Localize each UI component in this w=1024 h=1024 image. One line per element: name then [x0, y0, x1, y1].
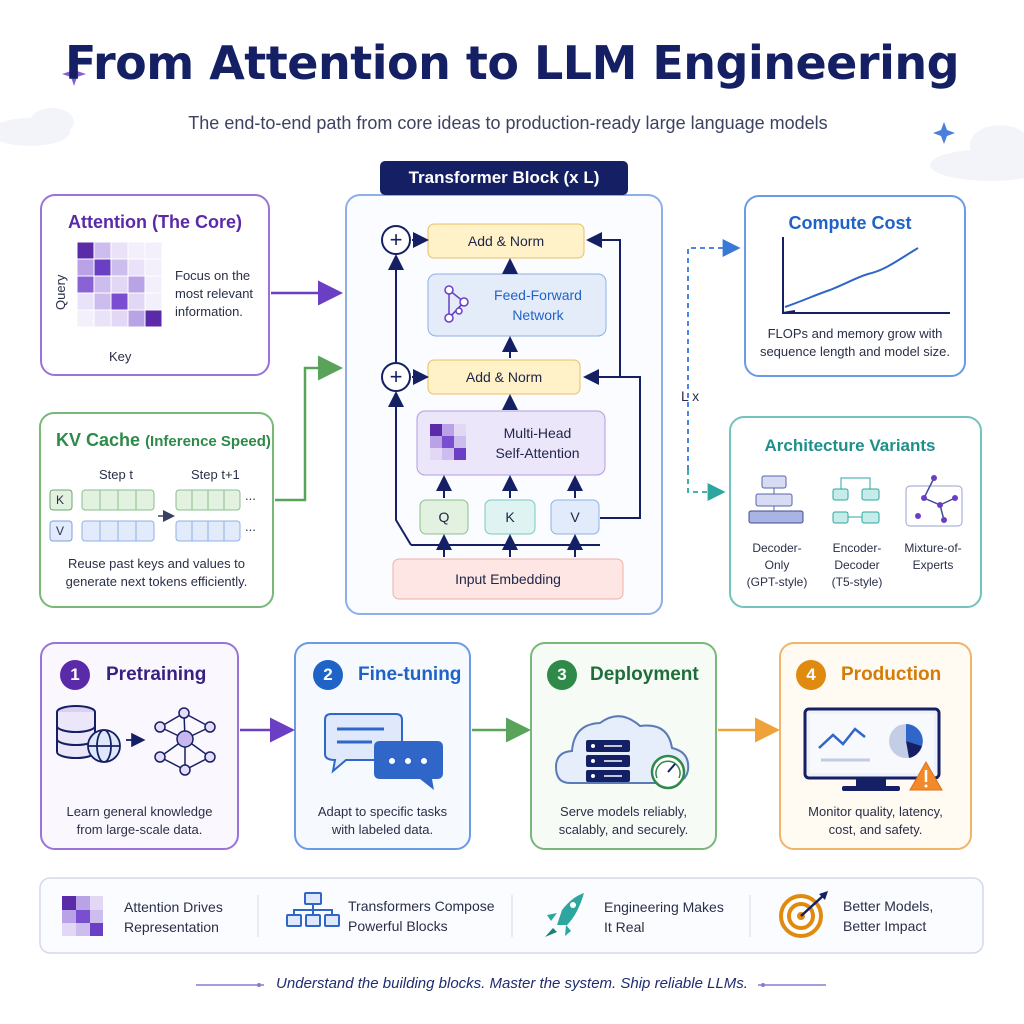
heatmap-cell: [127, 275, 146, 294]
kv-k-label: K: [56, 493, 65, 507]
heatmap-cell: [76, 309, 95, 328]
heatmap-cell: [110, 258, 129, 277]
warning-icon: [909, 760, 943, 791]
heatmap-cell: [144, 292, 163, 311]
kv-cache-title: KV Cache (Inference Speed): [56, 430, 271, 450]
multi-head-self-attention: Multi-Head Self-Attention: [495, 425, 580, 461]
heatmap-cell: [127, 258, 146, 277]
attention-grid-icon: [62, 896, 103, 936]
page-title: From Attention to LLM Engineering: [64, 36, 960, 90]
step-4-description: Monitor quality, latency,cost, and safet…: [808, 804, 943, 837]
key-box: K: [505, 509, 515, 525]
heatmap-cell: [144, 275, 163, 294]
kv-k-tokens: [49, 489, 241, 511]
blocks-icon: [286, 892, 340, 927]
step-3-description: Serve models reliably,scalably, and secu…: [558, 804, 689, 837]
attention-title: Attention (The Core): [68, 212, 242, 232]
step-4-title: Production: [841, 664, 942, 685]
heatmap-cell: [110, 292, 129, 311]
principle-impact: Better Models,Better Impact: [843, 898, 934, 934]
heatmap-cell: [127, 309, 146, 328]
attention-axis-y: Query: [53, 274, 68, 310]
step-4-number: 4: [796, 660, 826, 690]
chat-bubbles-icon: [324, 713, 443, 790]
attention-grid-icon: [430, 424, 466, 460]
heatmap-cell: [93, 258, 112, 277]
heatmap-cell: [93, 309, 112, 328]
compute-cost-curve: [782, 237, 950, 314]
kv-step-t-label: Step t: [99, 467, 133, 482]
residual-add-top: +: [389, 227, 403, 252]
compute-cost-title: Compute Cost: [788, 213, 912, 233]
gauge-icon: [650, 754, 686, 790]
kv-ellipsis-k: ...: [245, 488, 256, 503]
neural-network-icon: [154, 707, 216, 776]
heatmap-cell: [144, 309, 163, 328]
encoder-decoder-icon: [832, 477, 880, 524]
variant-encoder-decoder: Encoder-Decoder(T5-style): [831, 541, 883, 589]
sparkle-icon: [62, 62, 86, 86]
feed-forward-network: Feed-Forward Network: [494, 287, 582, 323]
heatmap-cell: [110, 309, 129, 328]
mixture-of-experts-icon: [905, 475, 963, 527]
step-2-title: Fine-tuning: [358, 664, 462, 685]
heatmap-cell: [76, 241, 95, 260]
page-subtitle: The end-to-end path from core ideas to p…: [188, 113, 828, 133]
step-3-number: 3: [547, 660, 577, 690]
decorative-cloud-right: [930, 125, 1024, 181]
step-3-title: Deployment: [590, 664, 699, 685]
compute-cost-description: FLOPs and memory grow with sequence leng…: [759, 326, 951, 359]
query-box: Q: [438, 509, 450, 525]
step-2-number: 2: [313, 660, 343, 690]
kv-cache-description: Reuse past keys and values to generate n…: [65, 556, 248, 589]
step-1-title: Pretraining: [106, 664, 207, 685]
decoder-only-icon: [748, 475, 804, 524]
heatmap-cell: [110, 241, 129, 260]
footer-tagline: Understand the building blocks. Master t…: [276, 975, 748, 992]
heatmap-cell: [76, 275, 95, 294]
heatmap-cell: [93, 275, 112, 294]
add-norm-top: Add & Norm: [467, 233, 545, 249]
heatmap-cell: [110, 275, 129, 294]
input-embedding: Input Embedding: [455, 571, 561, 587]
heatmap-cell: [127, 241, 146, 260]
heatmap-cell: [127, 292, 146, 311]
sparkle-icon: [933, 122, 955, 144]
globe-icon: [87, 729, 121, 763]
attention-axis-x: Key: [109, 349, 132, 364]
heatmap-cell: [144, 258, 163, 277]
kv-step-t1-label: Step t+1: [191, 467, 240, 482]
kv-v-label: V: [56, 524, 65, 538]
repeat-label: L x: [681, 388, 700, 404]
monitor-dashboard-icon: [803, 707, 941, 791]
transformer-header: Transformer Block (x L): [408, 168, 600, 187]
heatmap-cell: [144, 241, 163, 260]
decorative-cloud-left: [0, 108, 74, 146]
attention-heatmap: [76, 241, 163, 328]
residual-add-bottom: +: [389, 364, 403, 389]
variant-decoder-only: Decoder-Only(GPT-style): [746, 541, 808, 589]
kv-ellipsis-v: ...: [245, 519, 256, 534]
heatmap-cell: [76, 292, 95, 311]
attention-description: Focus on the most relevant information.: [175, 268, 254, 319]
add-norm-bottom: Add & Norm: [465, 369, 543, 385]
heatmap-cell: [93, 292, 112, 311]
kv-v-tokens: [49, 520, 241, 542]
network-icon: [444, 285, 469, 323]
rocket-icon: [545, 893, 584, 937]
target-icon: [779, 891, 828, 938]
value-box: V: [570, 509, 580, 525]
variant-mixture-of-experts: Mixture-of-Experts: [904, 541, 962, 572]
step-1-number: 1: [60, 660, 90, 690]
heatmap-cell: [76, 258, 95, 277]
heatmap-cell: [93, 241, 112, 260]
architecture-variants-title: Architecture Variants: [764, 436, 936, 455]
